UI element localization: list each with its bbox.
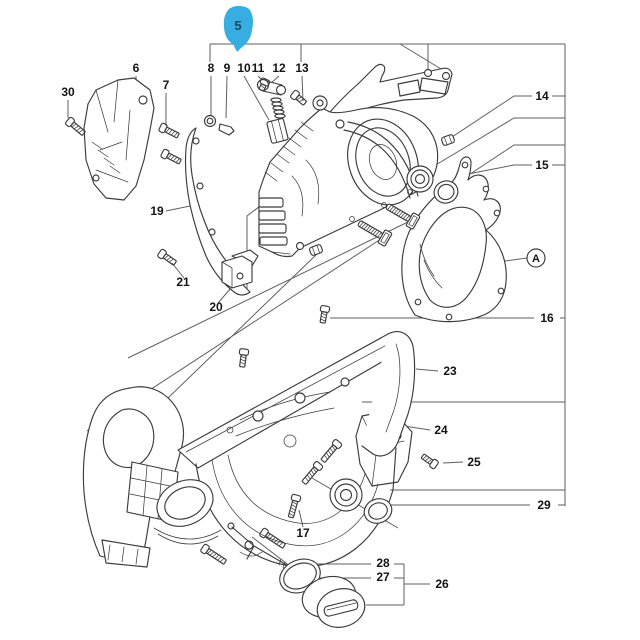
callout-24[interactable]: 24 [434, 423, 448, 437]
callout-21[interactable]: 21 [176, 275, 190, 289]
part-screw [301, 461, 324, 485]
part-screw [160, 148, 182, 165]
part-dowel-pin [309, 244, 323, 256]
callout-7[interactable]: 7 [163, 78, 170, 92]
part-collar-bolt [357, 220, 393, 247]
part-adjuster-cluster [203, 78, 289, 144]
part-screw [287, 493, 302, 519]
callout-26[interactable]: 26 [435, 577, 449, 591]
part-screw [157, 248, 177, 266]
part-upper-bearing [406, 165, 434, 193]
callout-12[interactable]: 12 [272, 61, 286, 75]
parts-artwork [65, 63, 507, 628]
selected-part-balloon[interactable]: 5 [223, 6, 253, 52]
part-guard-plate [83, 77, 155, 201]
part-screw [259, 527, 286, 549]
callout-19[interactable]: 19 [150, 204, 164, 218]
part-screw [290, 89, 307, 106]
view-reference-a[interactable]: A [526, 248, 546, 268]
part-upper-seal [433, 180, 459, 204]
callout-20[interactable]: 20 [209, 300, 223, 314]
callout-23[interactable]: 23 [443, 364, 457, 378]
callout-13[interactable]: 13 [295, 61, 309, 75]
callout-28[interactable]: 28 [376, 556, 390, 570]
callout-17[interactable]: 17 [296, 526, 310, 540]
callout-15[interactable]: 15 [535, 158, 549, 172]
part-screw [258, 77, 271, 92]
callout-6[interactable]: 6 [133, 61, 140, 75]
callout-16[interactable]: 16 [540, 311, 554, 325]
callout-30[interactable]: 30 [61, 85, 75, 99]
callout-14[interactable]: 14 [535, 89, 549, 103]
callout-27[interactable]: 27 [376, 570, 390, 584]
callout-11[interactable]: 11 [252, 61, 265, 75]
callout-29[interactable]: 29 [537, 498, 551, 512]
part-lower-seal [363, 498, 393, 524]
part-screw [158, 122, 180, 139]
part-screw [65, 116, 86, 136]
part-upper-crankcase [258, 63, 453, 258]
callout-8[interactable]: 8 [208, 61, 215, 75]
leader-lines [67, 43, 566, 606]
callout-10[interactable]: 10 [237, 61, 251, 75]
part-side-plate [184, 127, 251, 296]
part-cap-retainer-wire [227, 522, 296, 572]
part-screw [320, 439, 343, 463]
screws [65, 77, 455, 565]
view-reference-label[interactable]: A [532, 253, 540, 265]
part-lower-crankcase [82, 331, 416, 568]
balloon-number[interactable]: 5 [234, 18, 241, 33]
part-screw [319, 305, 331, 324]
part-screw [238, 348, 250, 368]
part-crankcase-gasket [401, 156, 507, 323]
part-lower-bearing [329, 478, 363, 512]
callout-25[interactable]: 25 [467, 455, 481, 469]
part-screw [200, 543, 227, 565]
part-screw [420, 453, 439, 470]
part-mount-block [221, 249, 259, 289]
part-dowel-pin [441, 134, 455, 146]
balloon-shape[interactable] [223, 6, 253, 52]
callout-9[interactable]: 9 [224, 61, 231, 75]
part-oil-cap [301, 575, 366, 628]
part-collar-bolt [385, 203, 421, 230]
